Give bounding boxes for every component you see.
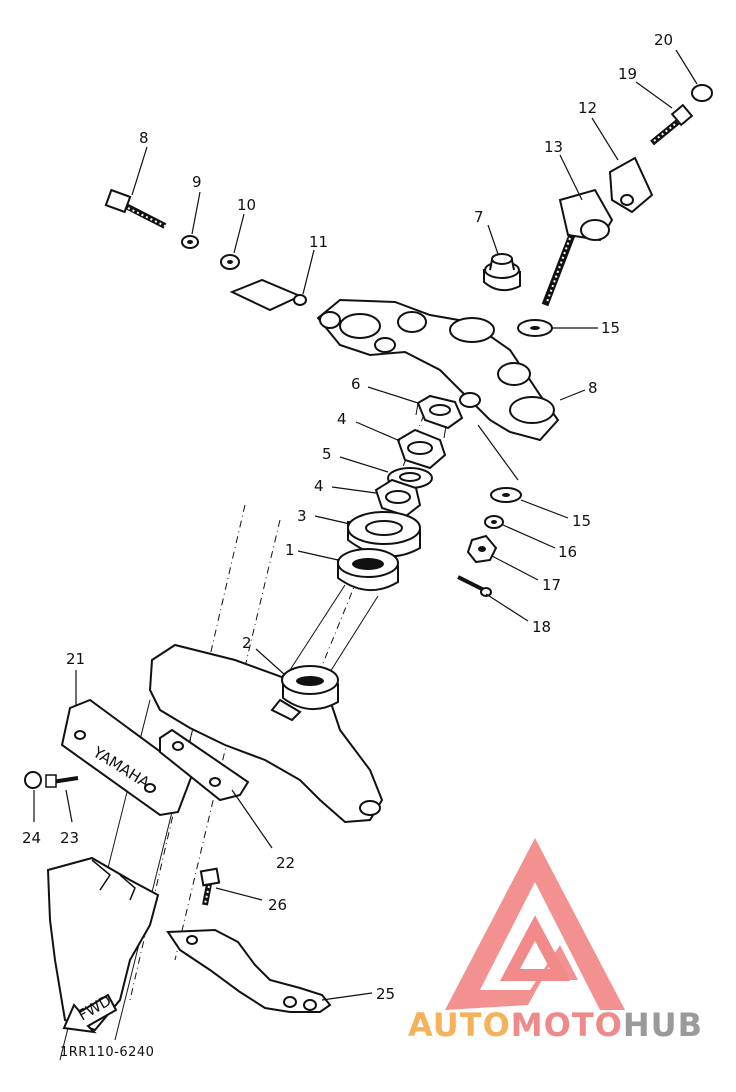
part-14-handlebar-holder [541,188,614,307]
callout-26: 26 [268,896,287,914]
part-16-spring-washer [484,515,504,529]
callout-4-lower: 4 [314,477,324,495]
callout-17: 17 [542,576,561,594]
part-19-bolt [650,103,694,146]
part-13-upper-holder [608,156,654,214]
callout-14: 13 [544,138,563,156]
part-9-bolt [104,188,167,229]
logo-triangle-inner [500,915,570,981]
under-bracket [148,643,384,824]
callout-labels: 1 8 9 10 11 7 13 12 19 20 15 9 6 6 6 4 5… [22,31,673,1003]
callout-10: 9 [192,173,202,191]
callout-1: 1 [285,541,295,559]
logo-triangle-mark [445,838,625,1010]
callout-20: 20 [654,31,673,49]
part-12-cable-holder [229,278,307,312]
part-20-cap [691,84,713,102]
part-22-emblem-bracket [159,728,250,802]
part-15-washer-upper [517,319,553,337]
callout-9: 8 [139,129,149,147]
callout-7: 7 [474,208,484,226]
automotohub-logo [445,838,625,1010]
automotohub-wordmark: AUTOMOTOHUB [408,1006,703,1044]
part-25-brake-hose-holder [166,928,332,1013]
callout-18: 18 [532,618,551,636]
callout-3: 3 [297,507,307,525]
callout-11: 10 [237,196,256,214]
callout-5: 5 [322,445,332,463]
part-4-ring-nut-lower [374,478,422,518]
callout-2: 2 [242,634,252,652]
wordmark-hub: HUB [622,1006,704,1044]
stem-shaft-right [324,595,379,681]
part-4-ring-nut-upper [396,428,447,470]
part-7-crown-nut [483,253,521,292]
fork-centerline-left [129,504,246,1001]
part-6-lock-washer [415,394,464,439]
callout-15-lower: 15 [572,512,591,530]
callout-13: 12 [578,99,597,117]
callout-4-upper: 4 [337,410,347,428]
part-1-bearing [337,548,399,592]
callout-19: 19 [618,65,637,83]
part-10-lock-washer [181,235,199,249]
part-2-lower-bearing [281,665,339,710]
part-26-bolt [199,867,221,906]
part-3-bearing-cover [347,511,421,558]
fork-outer-tube [46,856,160,1032]
callout-15-upper: 15 [601,319,620,337]
callout-16: 16 [558,543,577,561]
leader-lines [33,49,698,1001]
part-24-collar [24,771,42,789]
part-18-cotter-pin [457,575,492,597]
callout-25: 25 [376,985,395,1003]
stem-shaft-left [289,584,346,671]
callout-23: 23 [60,829,79,847]
wordmark-moto: MOTO [510,1006,623,1044]
callout-12: 11 [309,233,328,251]
part-17-nut [466,534,498,564]
part-23-screw [45,774,79,788]
callout-24: 24 [22,829,41,847]
part-8-upper-bracket [316,298,560,442]
callout-22: 22 [276,854,295,872]
callout-6: 6 [351,375,361,393]
wordmark-auto: AUTO [408,1006,511,1044]
part-15-washer-lower [490,487,522,503]
part-11-washer [220,254,240,270]
diagram-code: 1RR110-6240 [60,1045,155,1060]
callout-21: 21 [66,650,85,668]
